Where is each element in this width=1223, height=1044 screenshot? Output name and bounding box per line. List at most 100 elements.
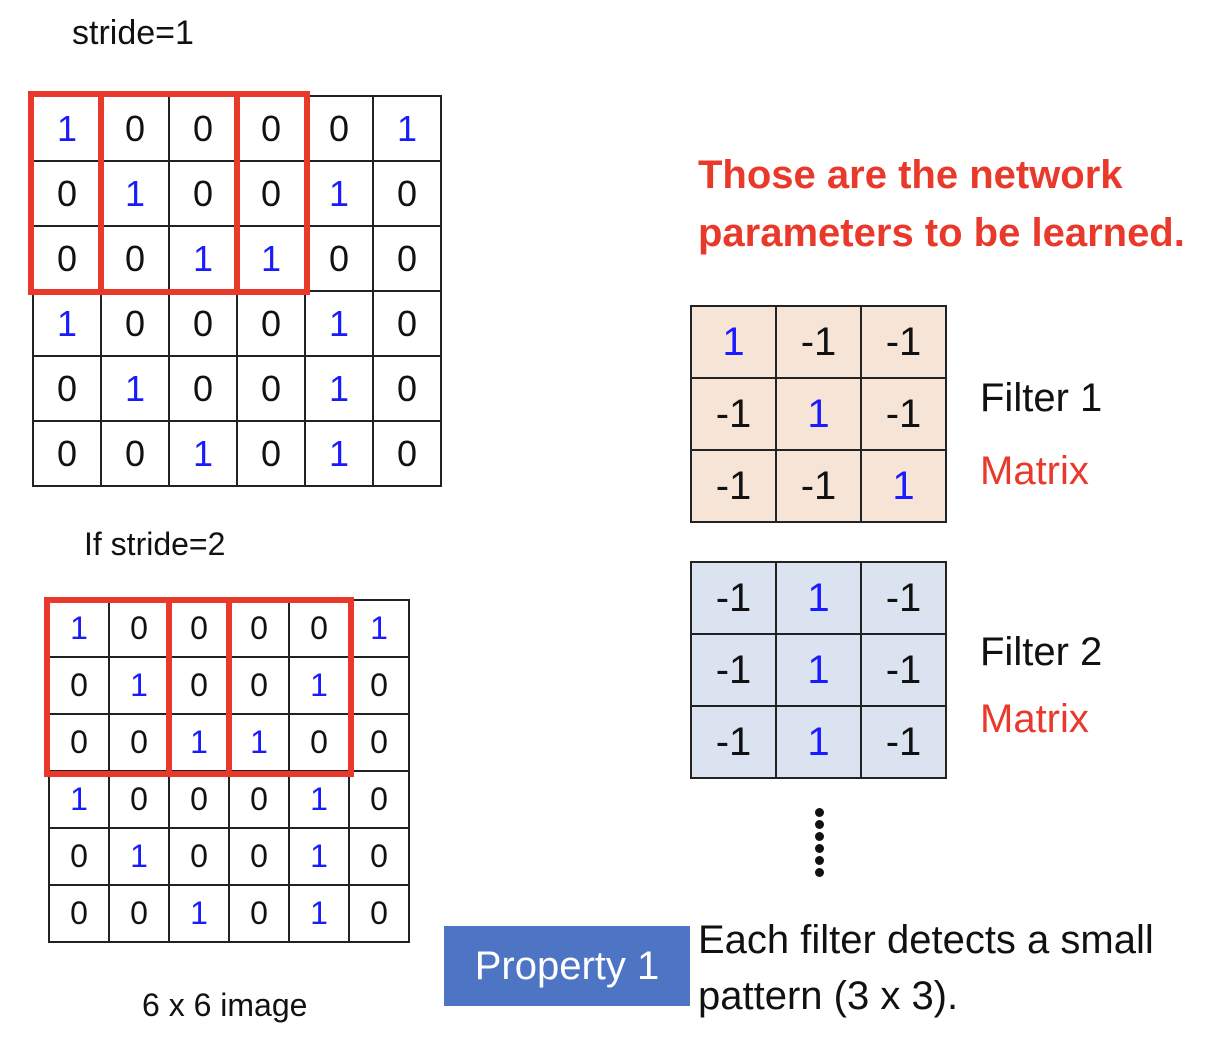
image-1-cell: 1 — [236, 225, 306, 292]
image-1-cell: 0 — [100, 290, 170, 357]
image-1-cell: 0 — [168, 355, 238, 422]
filter-2-cell: -1 — [690, 561, 777, 635]
filter-1-cell: 1 — [690, 305, 777, 379]
image-1-cell: 0 — [100, 225, 170, 292]
image-1-cell: 1 — [100, 160, 170, 227]
stride-2-label: If stride=2 — [84, 526, 226, 562]
image-caption: 6 x 6 image — [142, 987, 308, 1023]
image-2-cell: 0 — [288, 599, 350, 658]
more-filters-ellipsis — [812, 808, 826, 880]
image-1-cell: 0 — [304, 225, 374, 292]
image-2-cell: 1 — [288, 656, 350, 715]
image-2-cell: 1 — [288, 884, 350, 943]
image-1-cell: 1 — [304, 290, 374, 357]
image-2-cell: 0 — [108, 770, 170, 829]
image-2-cell: 0 — [348, 827, 410, 886]
property-description-line-2: pattern (3 x 3). — [698, 974, 959, 1018]
image-2-cell: 0 — [108, 713, 170, 772]
image-2-cell: 1 — [228, 713, 290, 772]
filter-1-cell: -1 — [690, 449, 777, 523]
image-2-cell: 1 — [48, 770, 110, 829]
image-1-cell: 0 — [372, 355, 442, 422]
property-1-button[interactable]: Property 1 — [444, 926, 690, 1006]
image-2-cell: 0 — [168, 827, 230, 886]
image-2-cell: 1 — [348, 599, 410, 658]
filter-2-cell: 1 — [775, 705, 862, 779]
image-2-cell: 1 — [168, 884, 230, 943]
image-1-cell: 1 — [168, 420, 238, 487]
image-2-cell: 0 — [228, 770, 290, 829]
filter-2-cell: -1 — [860, 705, 947, 779]
filter-2-cell: -1 — [690, 633, 777, 707]
filter-2-sub: Matrix — [980, 697, 1089, 741]
image-1-cell: 0 — [236, 95, 306, 162]
image-1-cell: 0 — [236, 160, 306, 227]
image-2-cell: 0 — [348, 884, 410, 943]
stride-2-window-2 — [166, 597, 354, 777]
image-2-cell: 0 — [228, 884, 290, 943]
image-1-cell: 0 — [372, 225, 442, 292]
filter-1-cell: -1 — [860, 377, 947, 451]
filter-1-cell: -1 — [860, 305, 947, 379]
image-1-cell: 1 — [32, 290, 102, 357]
image-2-cell: 0 — [108, 884, 170, 943]
image-2-cell: 0 — [168, 599, 230, 658]
filter-1-cell: -1 — [775, 449, 862, 523]
headline-line-1: Those are the network — [698, 153, 1123, 197]
image-2-cell: 0 — [288, 713, 350, 772]
image-2-cell: 1 — [108, 827, 170, 886]
image-2-cell: 0 — [348, 770, 410, 829]
filter-2-cell: -1 — [690, 705, 777, 779]
filter-1-cell: -1 — [690, 377, 777, 451]
image-1-cell: 1 — [100, 355, 170, 422]
filter-1-name: Filter 1 — [980, 376, 1103, 420]
image-2-cell: 0 — [48, 713, 110, 772]
image-1-cell: 0 — [100, 95, 170, 162]
image-1-cell: 1 — [304, 160, 374, 227]
stride-2-window-1 — [44, 597, 232, 777]
image-1-cell: 0 — [32, 355, 102, 422]
image-1-cell: 1 — [304, 420, 374, 487]
image-2-cell: 1 — [48, 599, 110, 658]
image-1-cell: 0 — [372, 420, 442, 487]
image-1-cell: 0 — [32, 160, 102, 227]
image-1-cell: 0 — [168, 290, 238, 357]
image-1-cell: 0 — [236, 420, 306, 487]
image-2-cell: 0 — [348, 656, 410, 715]
property-description-line-1: Each filter detects a small — [698, 918, 1154, 962]
image-1-cell: 0 — [32, 420, 102, 487]
filter-2-cell: 1 — [775, 633, 862, 707]
image-2-cell: 0 — [48, 827, 110, 886]
image-1-cell: 1 — [32, 95, 102, 162]
image-1-cell: 0 — [168, 160, 238, 227]
filter-2-cell: -1 — [860, 633, 947, 707]
headline: Those are the network parameters to be l… — [698, 146, 1185, 262]
filter-1-cell: 1 — [860, 449, 947, 523]
image-2-cell: 0 — [228, 827, 290, 886]
image-2-cell: 0 — [48, 656, 110, 715]
image-1-cell: 1 — [372, 95, 442, 162]
image-1-cell: 0 — [236, 290, 306, 357]
image-1-cell: 1 — [168, 225, 238, 292]
filter-1-cell: -1 — [775, 305, 862, 379]
image-1-cell: 0 — [304, 95, 374, 162]
filter-2-cell: -1 — [860, 561, 947, 635]
filter-2-name: Filter 2 — [980, 630, 1103, 674]
filter-1-sub: Matrix — [980, 449, 1089, 493]
image-1-cell: 1 — [304, 355, 374, 422]
